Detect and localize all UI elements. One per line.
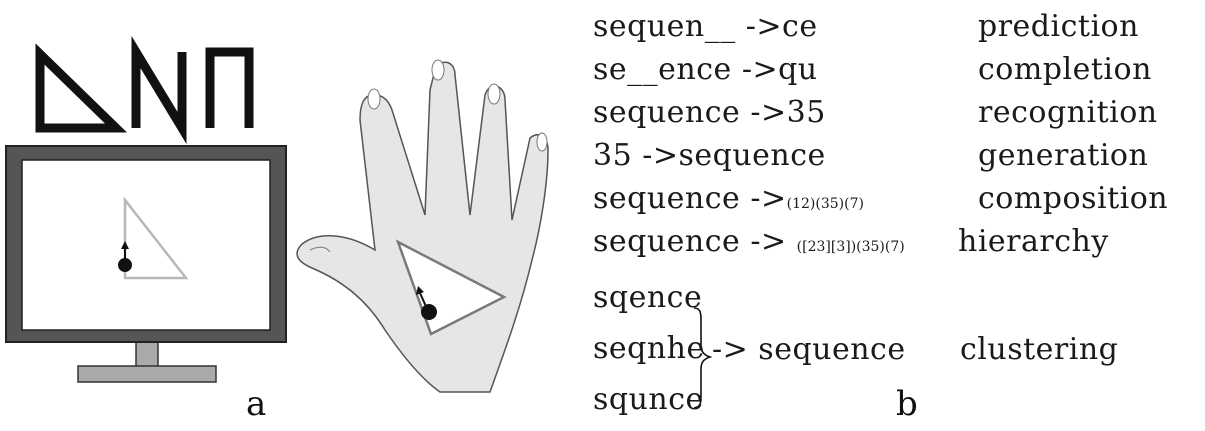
task-label-recognition: recognition (978, 95, 1158, 130)
sequence-subtext: ([23][3])(35)(7) (796, 239, 905, 255)
clustering-brace (693, 307, 713, 409)
hand-arrow-icon (416, 286, 437, 320)
sequence-row-composition: sequence ->(12)(35)(7) (593, 184, 864, 214)
panel-a-label: a (246, 384, 267, 424)
clustering-input-1: sqence (593, 280, 703, 315)
screen-arrow-icon (118, 241, 132, 272)
task-label-clustering: clustering (960, 332, 1119, 367)
screen-triangle-icon (123, 196, 189, 280)
sequence-row-completion: se__ence ->qu (593, 55, 818, 85)
sequence-row-recognition: sequence ->35 (593, 98, 826, 128)
task-label-hierarchy: hierarchy (958, 224, 1109, 259)
clustering-input-3: squnce (593, 382, 704, 417)
task-label-prediction: prediction (978, 9, 1139, 44)
task-label-generation: generation (978, 138, 1149, 173)
sequence-row-generation: 35 ->sequence (593, 141, 826, 171)
glyph-pi (205, 47, 254, 128)
sequence-text: se__ence ->qu (593, 52, 818, 87)
sequence-text: sequence ->35 (593, 95, 826, 130)
clustering-output: -> sequence (712, 332, 906, 367)
sequence-row-hierarchy: sequence -> ([23][3])(35)(7) (593, 227, 905, 257)
monitor-icon (5, 145, 287, 383)
panel-b-label: b (896, 384, 918, 424)
hand-icon (296, 59, 549, 393)
task-label-completion: completion (978, 52, 1152, 87)
sequence-subtext: (12)(35)(7) (786, 196, 864, 212)
sequence-text: sequen__ ->ce (593, 9, 818, 44)
task-label-composition: composition (978, 181, 1169, 216)
sequence-row-prediction: sequen__ ->ce (593, 12, 818, 42)
clustering-input-2: seqnhe (593, 331, 705, 366)
sequence-text: 35 ->sequence (593, 138, 826, 173)
sequence-text: sequence -> (593, 181, 787, 216)
glyph-triangle (35, 43, 128, 133)
glyph-n (131, 35, 187, 145)
sequence-text: sequence -> (593, 224, 797, 259)
